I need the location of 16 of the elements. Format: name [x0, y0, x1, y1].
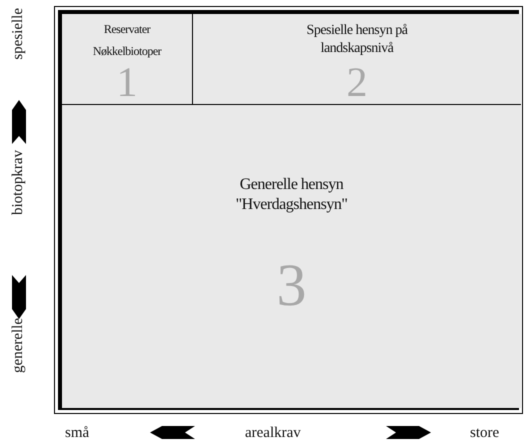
- axis-label: store: [470, 425, 500, 442]
- zone-number: 3: [276, 255, 308, 315]
- zone-number: 2: [346, 62, 368, 104]
- axis-label: generelle: [10, 318, 27, 373]
- axis-label: biotopkrav: [10, 150, 27, 215]
- axis-label: små: [65, 425, 90, 442]
- zone-number: 1: [116, 62, 138, 104]
- zone-label: Generelle hensyn "Hverdagshensyn": [234, 175, 348, 215]
- zone-label: Reservater: [102, 22, 152, 37]
- zone-label: Nøkkelbiotoper: [92, 44, 162, 59]
- axis-label: arealkrav: [245, 425, 301, 442]
- zone-label: Spesielle hensyn på landskapsnivå: [306, 22, 409, 57]
- zone-box: [62, 105, 521, 408]
- zone-box: [62, 14, 193, 105]
- zone-box: [193, 14, 521, 105]
- axis-label: spesielle: [10, 8, 27, 60]
